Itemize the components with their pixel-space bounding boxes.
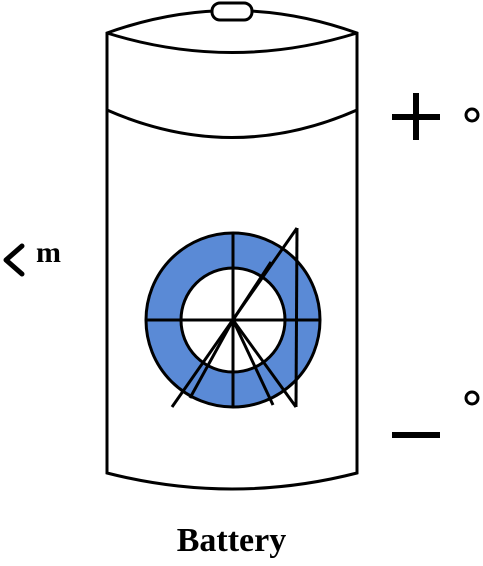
plus-terminal-dot <box>464 107 480 123</box>
left-label: m <box>36 236 61 269</box>
battery-caption: Battery <box>176 522 287 559</box>
minus-terminal-dot <box>464 390 480 406</box>
diagonal-marker <box>170 227 299 408</box>
left-chevron-icon <box>3 243 25 277</box>
plus-terminal-icon <box>392 93 440 140</box>
battery-top-nub <box>210 1 254 22</box>
